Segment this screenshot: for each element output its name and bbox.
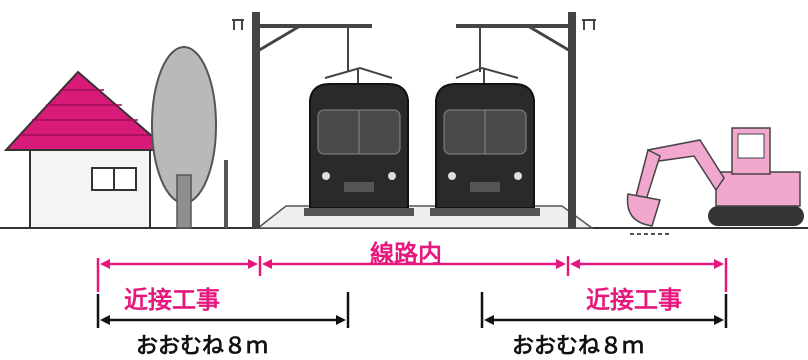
tree-illustration xyxy=(151,46,217,229)
train-left-bogie xyxy=(304,208,414,216)
near-work-left-label: 近接工事 xyxy=(124,286,220,314)
distance-right-arrow xyxy=(480,292,728,328)
tree-trunk xyxy=(176,174,192,229)
train-left-headlight xyxy=(322,172,330,180)
excavator-bucket xyxy=(626,193,661,227)
fence-post xyxy=(224,160,228,228)
train-left xyxy=(304,66,414,216)
train-right xyxy=(430,66,540,216)
excavator-illustration xyxy=(626,127,804,235)
distance-left-arrow xyxy=(96,292,350,328)
excavator-body xyxy=(715,171,801,207)
train-right-bogie xyxy=(430,208,540,216)
excavator-tracks xyxy=(708,206,804,226)
excavator-boom xyxy=(647,139,725,192)
distance-right-label: おおむね８ｍ xyxy=(512,334,645,359)
house-illustration xyxy=(3,70,171,229)
near-work-right-label: 近接工事 xyxy=(586,286,682,314)
track-zone-dimension xyxy=(258,256,570,276)
near-work-right-dimension xyxy=(570,258,728,292)
excavator-arm xyxy=(635,148,661,201)
near-work-left-dimension xyxy=(96,258,258,292)
distance-left-label: おおむね８ｍ xyxy=(136,334,269,359)
track-zone-label: 線路内 xyxy=(370,240,442,268)
house-roof xyxy=(3,70,171,151)
train-right-headlight xyxy=(448,172,456,180)
catenary-pole-right xyxy=(456,12,596,228)
catenary-pole-left xyxy=(232,12,372,228)
